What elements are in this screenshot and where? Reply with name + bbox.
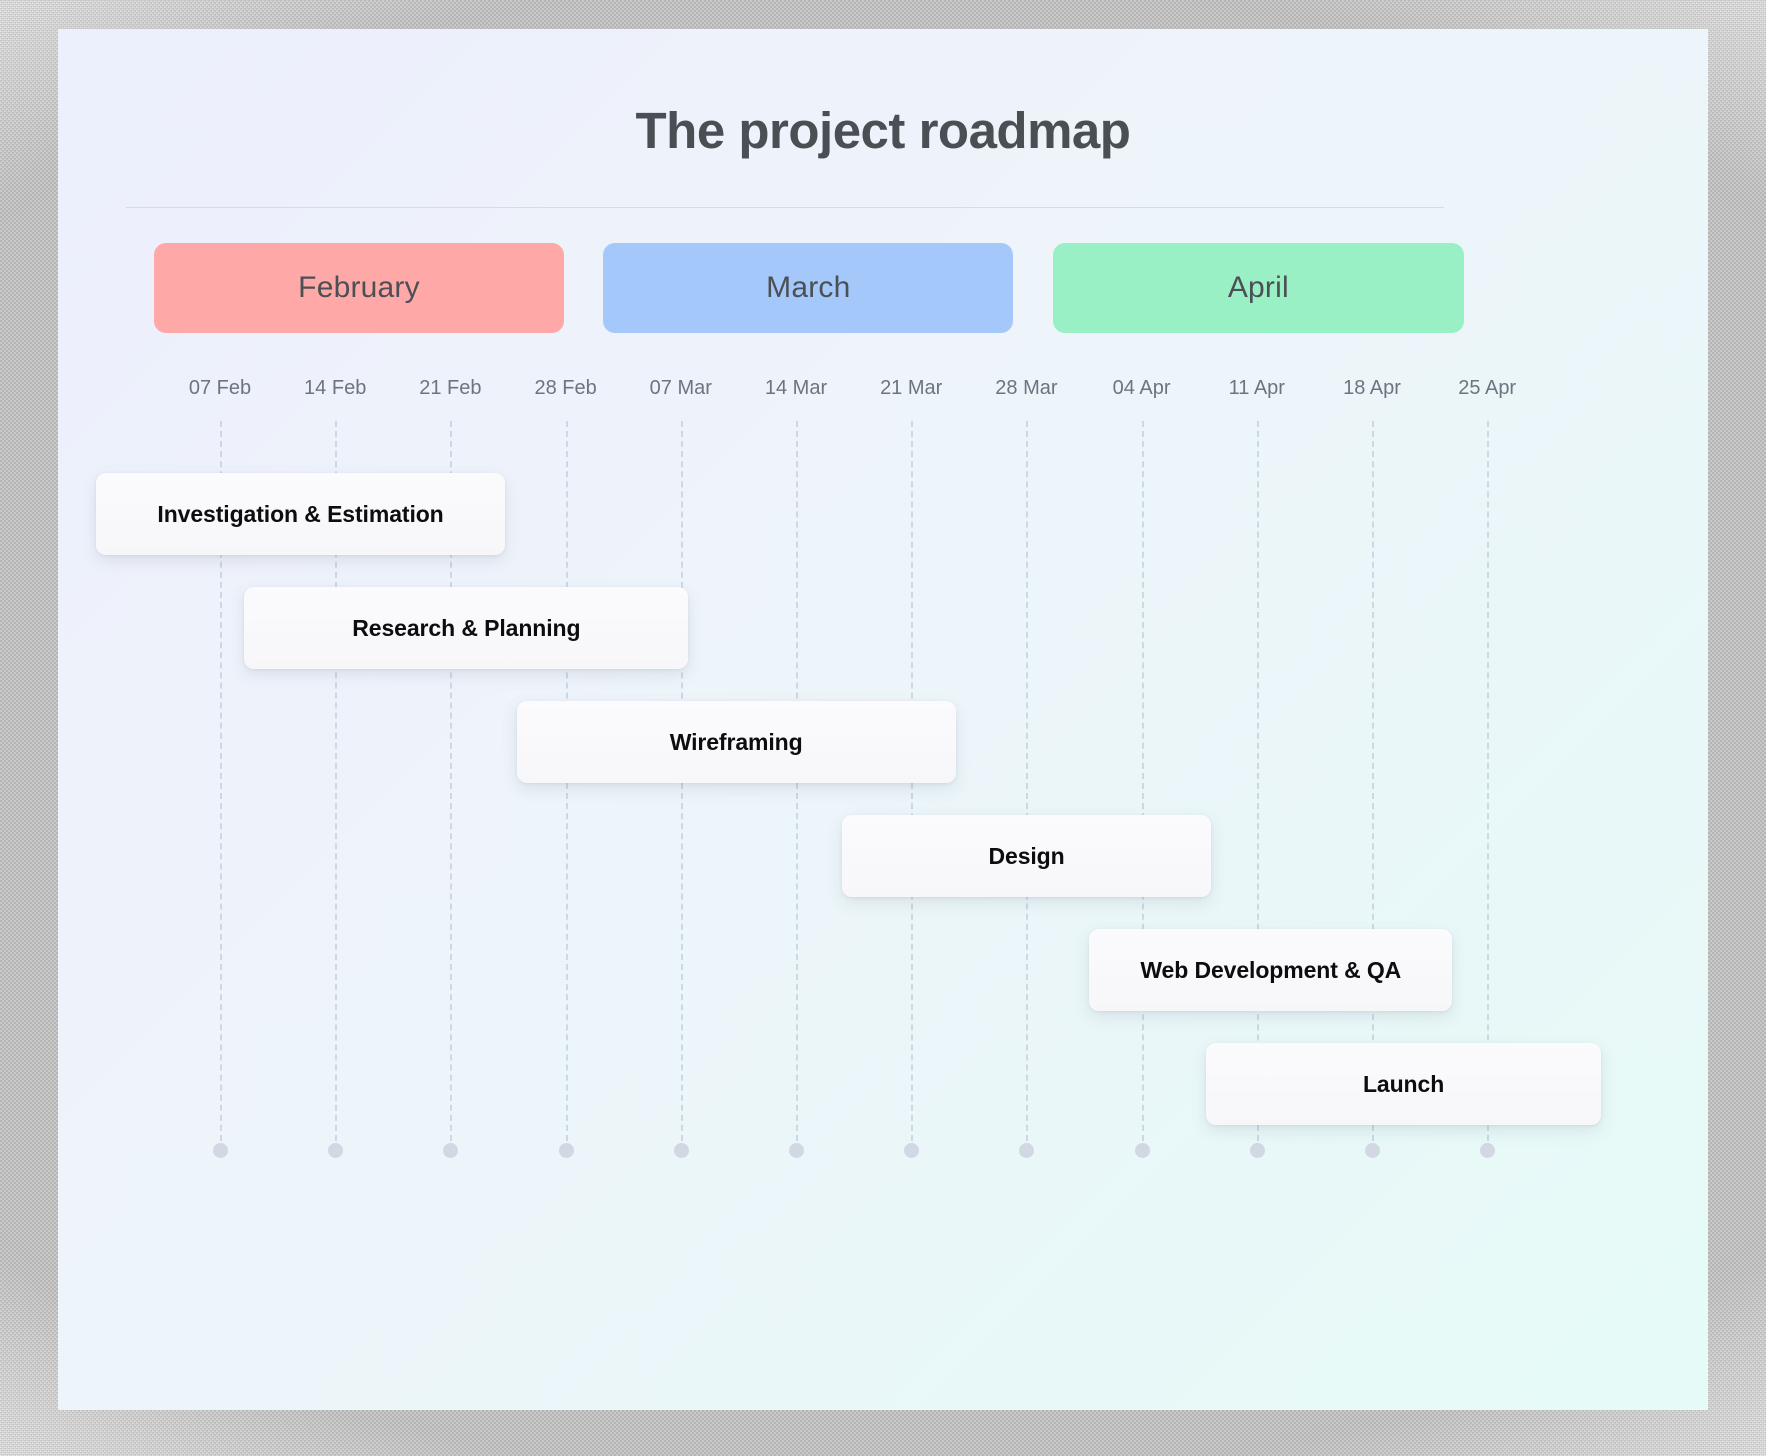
gridline — [220, 421, 222, 1151]
task-bar-label: Design — [988, 842, 1065, 869]
gridline — [1141, 421, 1144, 1151]
gridline — [1256, 421, 1259, 1151]
gridline-end-dot — [558, 1143, 574, 1158]
gridline-end-dot — [904, 1143, 920, 1158]
month-header-label: February — [298, 271, 420, 304]
axis-tick-label: 11 Apr — [1228, 377, 1285, 399]
month-header-group: February March April — [154, 243, 1464, 333]
task-bar-label: Wireframing — [669, 728, 803, 755]
axis-tick-label: 21 Feb — [419, 377, 482, 399]
gridline — [796, 421, 798, 1151]
gridline-end-dot — [673, 1143, 689, 1158]
axis-tick-label: 21 Mar — [880, 377, 943, 399]
gridline — [1487, 421, 1490, 1151]
date-axis: 07 Feb 14 Feb 21 Feb 28 Feb 07 Mar 14 Mar 21 M… — [58, 377, 1708, 411]
month-header-february[interactable]: February — [154, 243, 565, 333]
gridline-end-dot — [1019, 1143, 1035, 1158]
gridline-end-dot — [1249, 1143, 1265, 1158]
gridline — [565, 421, 568, 1151]
gridline — [1026, 421, 1029, 1151]
gridline — [335, 421, 338, 1151]
task-bar[interactable]: Web Development & QA — [1089, 929, 1453, 1011]
gridline-end-dot — [443, 1143, 459, 1158]
gridline — [1372, 421, 1374, 1151]
month-header-march[interactable]: March — [603, 243, 1014, 333]
task-bar-label: Web Development & QA — [1140, 956, 1402, 983]
task-bar[interactable]: Design — [841, 815, 1212, 897]
gridline-end-dot — [328, 1143, 344, 1158]
axis-tick-label: 07 Feb — [188, 377, 252, 399]
month-header-label: April — [1227, 271, 1289, 304]
gridline — [680, 421, 683, 1151]
axis-tick-label: 04 Apr — [1112, 377, 1171, 399]
gridline-group — [58, 421, 1708, 1158]
axis-tick-label: 07 Mar — [649, 377, 712, 399]
month-header-label: March — [766, 271, 851, 304]
axis-tick-label: 25 Apr — [1458, 377, 1517, 399]
axis-tick-label: 18 Apr — [1343, 377, 1401, 399]
task-bar[interactable]: Launch — [1206, 1043, 1601, 1125]
page-title: The project roadmap — [635, 102, 1131, 159]
roadmap-canvas: The project roadmap February March April 0… — [58, 29, 1708, 1410]
title-divider — [126, 207, 1444, 208]
task-bar-label: Research & Planning — [352, 614, 581, 641]
month-header-april[interactable]: April — [1052, 243, 1464, 333]
gridline-end-dot — [1480, 1143, 1496, 1158]
axis-tick-label: 28 Mar — [995, 377, 1058, 399]
task-bar[interactable]: Wireframing — [516, 701, 956, 783]
gridline-end-dot — [1134, 1143, 1150, 1158]
axis-tick-label: 14 Mar — [764, 377, 828, 399]
task-bar[interactable]: Research & Planning — [244, 587, 689, 669]
axis-tick-label: 14 Feb — [304, 377, 367, 399]
task-bar-label: Investigation & Estimation — [157, 500, 444, 527]
gridline-end-dot — [789, 1143, 804, 1158]
task-bar-label: Launch — [1362, 1070, 1445, 1097]
axis-tick-label: 28 Feb — [534, 377, 597, 399]
gridline — [911, 421, 914, 1151]
task-bar[interactable]: Investigation & Estimation — [95, 473, 506, 555]
gridline-end-dot — [213, 1143, 228, 1158]
gridline — [450, 421, 453, 1151]
gridline-end-dot — [1365, 1143, 1380, 1158]
